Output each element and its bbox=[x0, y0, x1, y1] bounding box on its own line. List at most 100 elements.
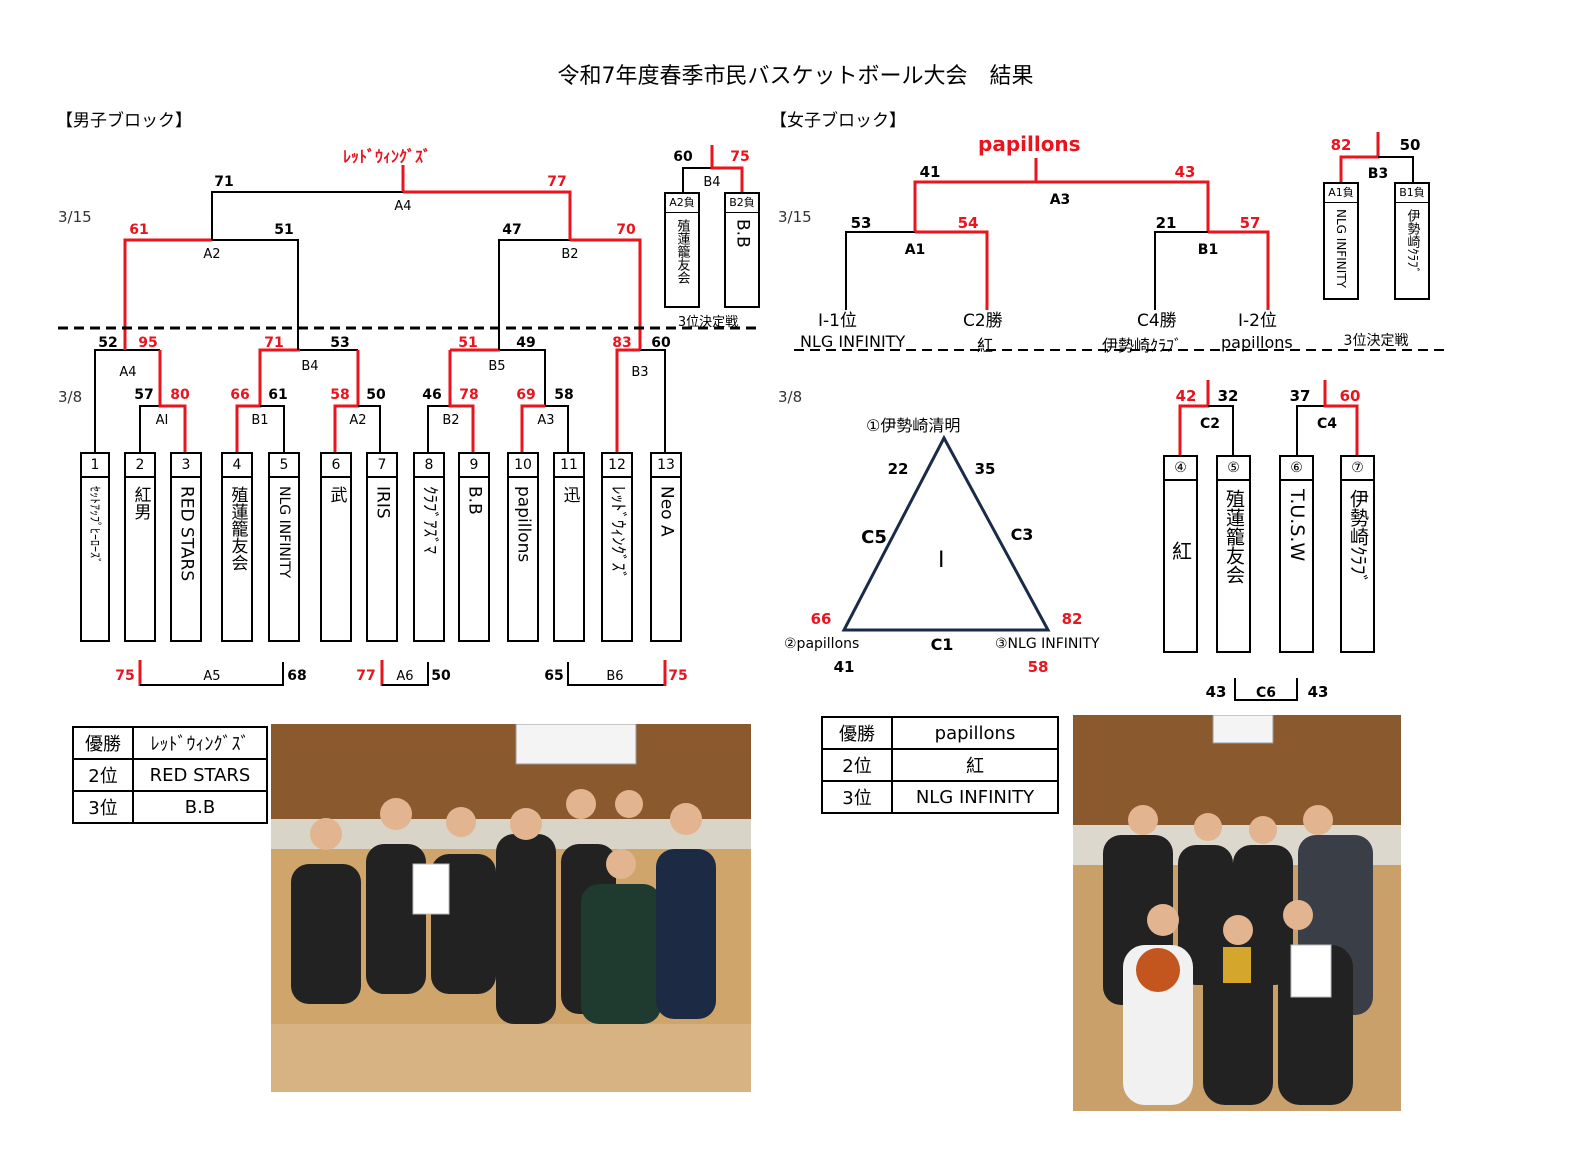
team-number: 2 bbox=[126, 454, 154, 478]
svg-text:52: 52 bbox=[98, 335, 117, 351]
qualifier-team: 紅 bbox=[977, 336, 994, 355]
rank-cell: 優勝 bbox=[72, 726, 134, 760]
svg-text:66: 66 bbox=[230, 387, 249, 403]
women-third-right-box: B1負伊勢崎ｸﾗﾌﾞ bbox=[1394, 182, 1430, 300]
team-name: RED STARS bbox=[176, 486, 197, 582]
team-name: 武 bbox=[326, 486, 347, 503]
qualifier-team: papillons bbox=[1221, 333, 1293, 352]
svg-text:C1: C1 bbox=[931, 635, 954, 654]
svg-text:A2: A2 bbox=[349, 413, 366, 428]
svg-text:58: 58 bbox=[1028, 658, 1049, 676]
svg-text:66: 66 bbox=[811, 610, 832, 628]
team-cell: 紅 bbox=[891, 748, 1059, 782]
qualifier-seed: C4勝 bbox=[1137, 311, 1177, 331]
svg-text:51: 51 bbox=[274, 222, 293, 238]
svg-text:C3: C3 bbox=[1011, 525, 1034, 544]
team-name: 殖蓮籠友会 bbox=[227, 486, 248, 571]
league-label: I bbox=[938, 548, 945, 573]
svg-text:A1: A1 bbox=[905, 242, 926, 258]
qualifier-team: 伊勢崎ｸﾗﾌﾞ bbox=[1102, 336, 1183, 355]
svg-text:78: 78 bbox=[459, 387, 478, 403]
table-row: 2位紅 bbox=[821, 748, 1059, 782]
team-box: 4 殖蓮籠友会 bbox=[221, 452, 253, 642]
team-name: ｸﾗﾌﾞｱｽﾞﾏ bbox=[419, 486, 440, 554]
team-number: 5 bbox=[270, 454, 298, 478]
svg-text:41: 41 bbox=[920, 163, 941, 181]
svg-text:A2: A2 bbox=[203, 247, 220, 262]
svg-text:82: 82 bbox=[1062, 610, 1083, 628]
page-title: 令和7年度春季市民バスケットボール大会 結果 bbox=[557, 64, 1034, 89]
svg-text:60: 60 bbox=[651, 335, 671, 351]
team-name: 紅男 bbox=[130, 486, 151, 520]
svg-text:B5: B5 bbox=[488, 359, 505, 374]
team-name: 伊勢崎ｸﾗﾌﾞ bbox=[1347, 489, 1369, 585]
team-name: NLG INFINITY bbox=[276, 486, 292, 579]
svg-text:42: 42 bbox=[1176, 387, 1197, 405]
team-name: papillons bbox=[513, 486, 534, 563]
rank-cell: 優勝 bbox=[821, 716, 893, 750]
box-team-name: 殖蓮籠友会 bbox=[674, 219, 690, 284]
svg-text:60: 60 bbox=[1340, 387, 1361, 405]
svg-text:77: 77 bbox=[356, 668, 375, 684]
team-number: 7 bbox=[368, 454, 396, 478]
box-head: A2負 bbox=[666, 194, 698, 213]
svg-text:80: 80 bbox=[170, 387, 190, 403]
svg-text:43: 43 bbox=[1206, 683, 1227, 701]
svg-text:75: 75 bbox=[730, 149, 749, 165]
box-team-name: 伊勢崎ｸﾗﾌﾞ bbox=[1404, 209, 1420, 274]
men-team-photo bbox=[271, 724, 751, 1092]
svg-text:C5: C5 bbox=[861, 527, 887, 548]
men-champion-label: ﾚｯﾄﾞｳｨﾝｸﾞｽﾞ bbox=[343, 147, 432, 166]
svg-text:B2: B2 bbox=[561, 247, 578, 262]
svg-text:A5: A5 bbox=[203, 669, 220, 684]
qualifier-seed: C2勝 bbox=[963, 311, 1003, 331]
svg-text:3位決定戦: 3位決定戦 bbox=[1344, 333, 1409, 349]
women-block-header: 【女子ブロック】 bbox=[770, 111, 906, 131]
svg-text:65: 65 bbox=[544, 668, 563, 684]
svg-text:77: 77 bbox=[547, 174, 566, 190]
svg-text:C4: C4 bbox=[1317, 416, 1337, 432]
svg-text:54: 54 bbox=[958, 214, 979, 232]
team-number: 6 bbox=[322, 454, 350, 478]
qualifier-seed: I-1位 bbox=[818, 311, 857, 331]
svg-text:58: 58 bbox=[330, 387, 349, 403]
rank-cell: 2位 bbox=[821, 748, 893, 782]
team-number: 4 bbox=[223, 454, 251, 478]
svg-text:A4: A4 bbox=[119, 365, 136, 380]
qualifier-team: NLG INFINITY bbox=[800, 332, 906, 351]
svg-text:82: 82 bbox=[1331, 136, 1352, 154]
svg-text:60: 60 bbox=[673, 149, 693, 165]
svg-text:53: 53 bbox=[851, 214, 872, 232]
table-row: 優勝ﾚｯﾄﾞｳｨﾝｸﾞｽﾞ bbox=[72, 726, 268, 760]
team-name: 殖蓮籠友会 bbox=[1223, 489, 1245, 584]
svg-text:57: 57 bbox=[134, 387, 153, 403]
svg-text:53: 53 bbox=[330, 335, 349, 351]
svg-text:41: 41 bbox=[834, 658, 855, 676]
svg-text:B6: B6 bbox=[606, 669, 623, 684]
svg-text:58: 58 bbox=[554, 387, 573, 403]
svg-text:A3: A3 bbox=[1050, 192, 1071, 208]
svg-text:49: 49 bbox=[516, 335, 535, 351]
team-cell: ﾚｯﾄﾞｳｨﾝｸﾞｽﾞ bbox=[132, 726, 268, 760]
rank-cell: 3位 bbox=[821, 780, 893, 814]
box-team-name: B.B bbox=[732, 219, 753, 248]
svg-text:35: 35 bbox=[975, 460, 996, 478]
svg-text:A6: A6 bbox=[396, 669, 413, 684]
svg-text:21: 21 bbox=[1156, 214, 1177, 232]
